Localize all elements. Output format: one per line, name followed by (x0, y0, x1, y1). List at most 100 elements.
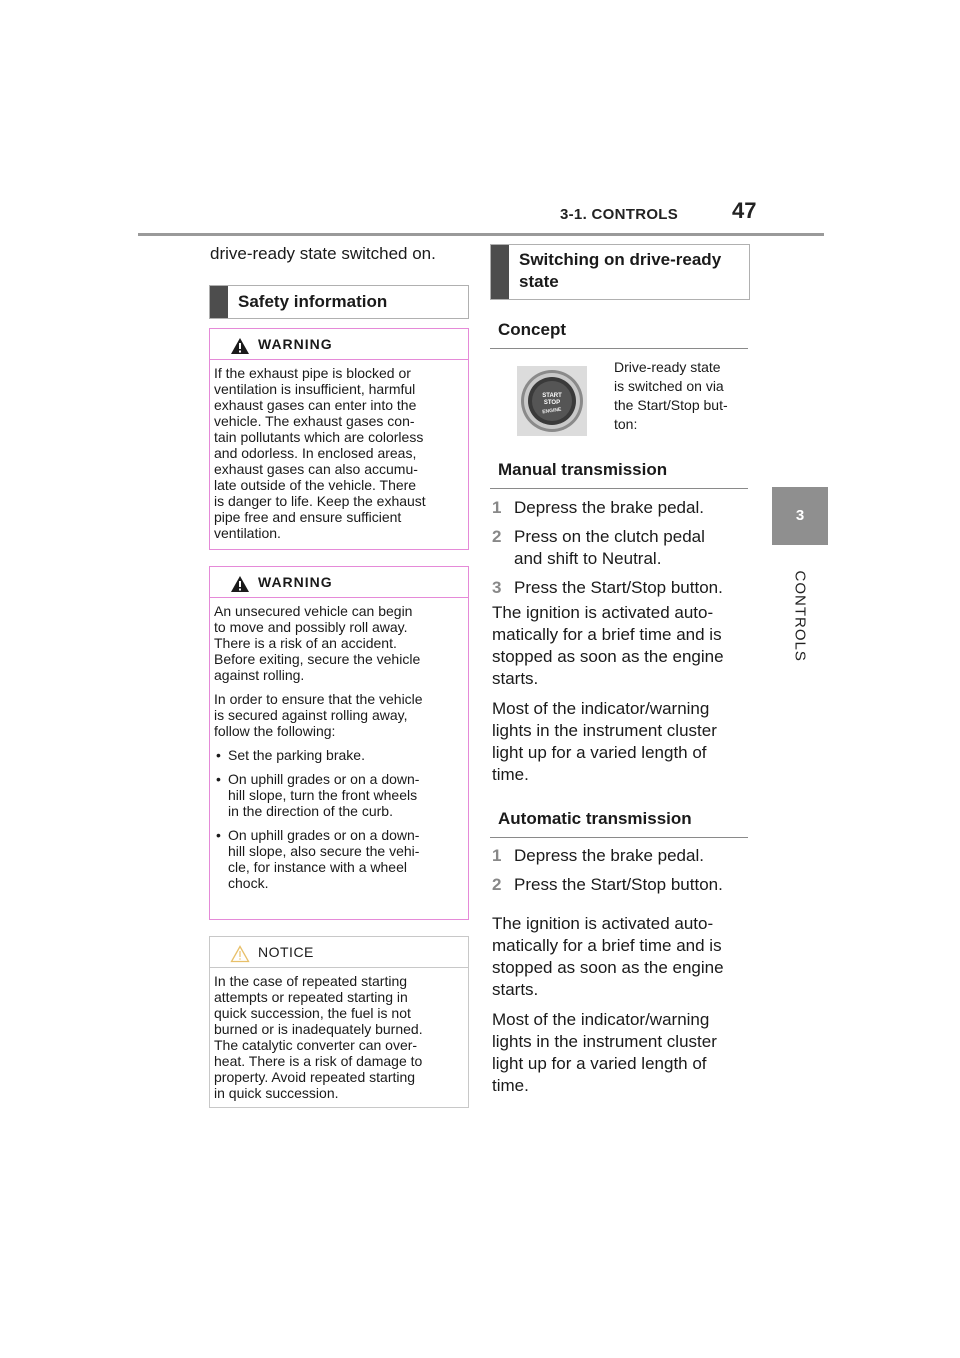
notice-header: NOTICE (210, 937, 468, 968)
step-item: 1 Depress the brake pedal. (492, 845, 742, 867)
text-line: In the case of repeated starting (214, 973, 408, 989)
bullet-list: Set the parking brake. On uphill grades … (214, 747, 460, 891)
text-line: In order to ensure that the vehicle (214, 691, 423, 707)
text-line: matically for a brief time and is (492, 936, 722, 955)
intro-text: drive-ready state switched on. (210, 244, 436, 263)
text-line: Set the parking brake. (228, 747, 365, 763)
text-line: lights in the instrument cluster (492, 1032, 717, 1051)
button-label-engine: ENGINE (542, 407, 562, 416)
paragraph: Most of the indicator/warning lights in … (492, 698, 742, 786)
concept-text: Drive-ready state is switched on via the… (614, 358, 728, 434)
safety-heading: Safety information (238, 292, 388, 311)
text-line: chock. (228, 875, 269, 891)
text-line: Most of the indicator/warning (492, 1010, 710, 1029)
text-line: burned or is inadequately burned. (214, 1021, 423, 1037)
bullet-item: On uphill grades or on a down- hill slop… (214, 771, 460, 819)
text-line: light up for a varied length of (492, 1054, 707, 1073)
text-line: late outside of the vehicle. There (214, 477, 417, 493)
text-line: The ignition is activated auto- (492, 914, 714, 933)
warning-triangle-icon (231, 576, 249, 592)
text-line: ventilation. (214, 525, 281, 541)
warning-header: WARNING (210, 567, 468, 598)
bullet-item: Set the parking brake. (214, 747, 460, 763)
text-line: stopped as soon as the engine (492, 958, 724, 977)
warning-triangle-icon (231, 338, 249, 354)
warning-box-exhaust: WARNING If the exhaust pipe is blocked o… (209, 328, 469, 550)
text-line: the Start/Stop but- (614, 397, 728, 413)
section-title: 3-1. CONTROLS (560, 206, 679, 223)
step-text: Press on the clutch pedal (514, 527, 705, 546)
notice-text: In the case of repeated starting attempt… (210, 968, 468, 1101)
step-number: 3 (492, 578, 502, 597)
step-item: 1 Depress the brake pedal. (492, 497, 742, 519)
warning-box-rolling: WARNING An unsecured vehicle can begin t… (209, 566, 469, 920)
text-line: heat. There is a risk of damage to (214, 1053, 423, 1069)
text-line: Drive-ready state (614, 359, 721, 375)
step-text: and shift to Neutral. (514, 549, 662, 568)
manual-transmission-heading: Manual transmission (490, 460, 748, 489)
chapter-label: CONTROLS (791, 570, 809, 662)
text-line: time. (492, 765, 529, 784)
button-label-start: START (542, 393, 562, 399)
heading-bar (210, 286, 228, 318)
warning-title: WARNING (258, 336, 333, 352)
text-line: On uphill grades or on a down- (228, 771, 420, 787)
text-line: exhaust gases can also accumu- (214, 461, 418, 477)
text-line: On uphill grades or on a down- (228, 827, 420, 843)
warning-text: If the exhaust pipe is blocked or ventil… (210, 360, 468, 541)
text-line: hill slope, also secure the vehi- (228, 843, 420, 859)
text-line: attempts or repeated starting in (214, 989, 408, 1005)
heading-bar (491, 245, 509, 299)
paragraph: Most of the indicator/warning lights in … (492, 1009, 742, 1097)
step-number: 2 (492, 875, 502, 894)
warning-header: WARNING (210, 329, 468, 360)
text-line: to move and possibly roll away. (214, 619, 408, 635)
notice-box: NOTICE In the case of repeated starting … (209, 936, 469, 1108)
text-line: Before exiting, secure the vehicle (214, 651, 421, 667)
text-line: vehicle. The exhaust gases con- (214, 413, 415, 429)
button-label-stop: STOP (544, 400, 560, 406)
text-line: pipe free and ensure sufficient (214, 509, 402, 525)
text-line: ton: (614, 416, 638, 432)
text-line: in quick succession. (214, 1085, 339, 1101)
step-text: Depress the brake pedal. (514, 846, 704, 865)
text-line: against rolling. (214, 667, 305, 683)
text-line: Most of the indicator/warning (492, 699, 710, 718)
warning-text: An unsecured vehicle can begin to move a… (210, 598, 468, 891)
step-item: 3 Press the Start/Stop button. (492, 577, 742, 599)
step-item: 2 Press on the clutch pedal and shift to… (492, 526, 742, 570)
paragraph: The ignition is activated auto- maticall… (492, 913, 742, 1001)
text-line: ventilation is insufficient, harmful (214, 381, 416, 397)
text-line: lights in the instrument cluster (492, 721, 717, 740)
paragraph: An unsecured vehicle can begin to move a… (214, 603, 460, 683)
text-line: The ignition is activated auto- (492, 603, 714, 622)
warning-title: WARNING (258, 574, 333, 590)
start-stop-button-icon: START STOP ENGINE (517, 366, 587, 436)
paragraph: In order to ensure that the vehicle is s… (214, 691, 460, 739)
text-line: stopped as soon as the engine (492, 647, 724, 666)
step-number: 2 (492, 527, 502, 546)
text-line: If the exhaust pipe is blocked or (214, 365, 411, 381)
automatic-description: The ignition is activated auto- maticall… (492, 913, 742, 1105)
safety-heading-box: Safety information (209, 285, 469, 319)
text-line: matically for a brief time and is (492, 625, 722, 644)
manual-steps: 1 Depress the brake pedal. 2 Press on th… (492, 497, 742, 606)
text-line: and odorless. In enclosed areas, (214, 445, 417, 461)
step-number: 1 (492, 846, 502, 865)
text-line: cle, for instance with a wheel (228, 859, 407, 875)
text-line: hill slope, turn the front wheels (228, 787, 418, 803)
switching-heading-box: Switching on drive-ready state (490, 244, 750, 300)
automatic-steps: 1 Depress the brake pedal. 2 Press the S… (492, 845, 742, 903)
text-line: tain pollutants which are colorless (214, 429, 424, 445)
heading-line: state (519, 272, 559, 291)
text-line: starts. (492, 980, 539, 999)
step-text: Depress the brake pedal. (514, 498, 704, 517)
bullet-item: On uphill grades or on a down- hill slop… (214, 827, 460, 891)
text-line: is switched on via (614, 378, 724, 394)
step-item: 2 Press the Start/Stop button. (492, 874, 742, 896)
automatic-transmission-heading: Automatic transmission (490, 809, 748, 838)
step-number: 1 (492, 498, 502, 517)
text-line: is secured against rolling away, (214, 707, 408, 723)
step-text: Press the Start/Stop button. (514, 578, 723, 597)
chapter-number: 3 (795, 507, 805, 524)
